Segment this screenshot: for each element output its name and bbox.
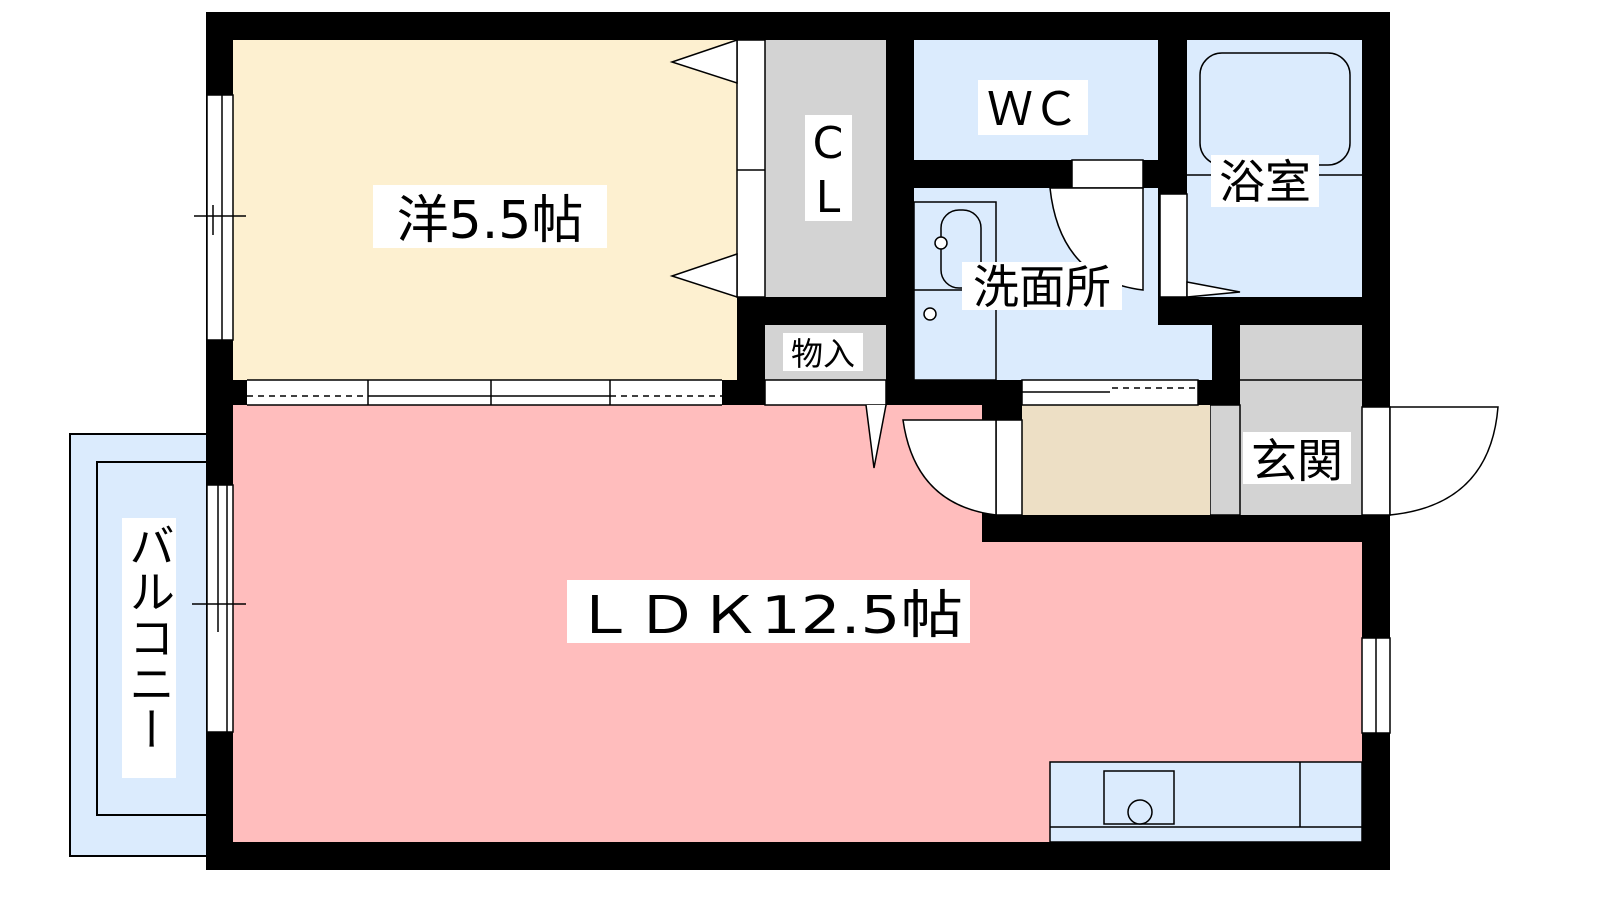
washroom-label: 洗面所 bbox=[973, 260, 1111, 314]
bath-door[interactable] bbox=[1159, 193, 1188, 298]
ldk-window bbox=[192, 484, 246, 733]
east-window bbox=[1361, 637, 1391, 734]
closet-doors[interactable] bbox=[669, 38, 766, 299]
western-window bbox=[194, 94, 246, 341]
storage-label: 物入 bbox=[791, 335, 855, 373]
balcony-label: バルコニー bbox=[122, 522, 176, 752]
balcony: バルコニー bbox=[69, 433, 211, 857]
western-room-label: 洋5.5帖 bbox=[397, 191, 584, 251]
closet-label-l: L bbox=[816, 172, 841, 223]
western-sliding-doors[interactable] bbox=[247, 379, 722, 406]
hall-door[interactable] bbox=[902, 419, 997, 516]
ldk-label: ＬＤＫ12.5帖 bbox=[573, 586, 963, 646]
storage-door[interactable] bbox=[764, 379, 887, 406]
wc-door[interactable] bbox=[1071, 159, 1144, 189]
hallway-floor bbox=[1022, 405, 1210, 515]
entrance-label: 玄関 bbox=[1251, 434, 1343, 488]
kitchen-counter bbox=[1049, 761, 1363, 843]
wc-label: ＷＣ bbox=[987, 82, 1079, 136]
entrance-door[interactable] bbox=[1389, 406, 1499, 516]
closet-label-c: C bbox=[813, 118, 844, 169]
bath-label: 浴室 bbox=[1219, 155, 1311, 209]
